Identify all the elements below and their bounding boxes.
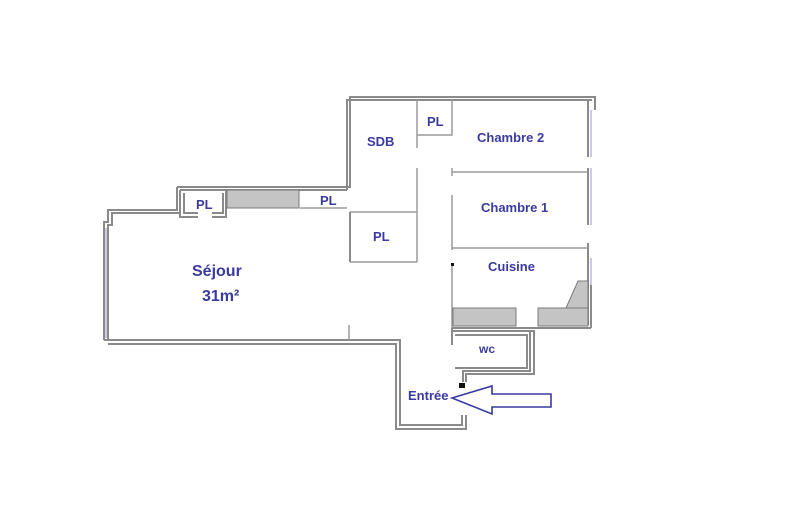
room-label-chambre2: Chambre 2 xyxy=(477,130,544,145)
kitchen-counter-corner xyxy=(565,280,589,309)
room-label-entree: Entrée xyxy=(408,388,448,403)
kitchen-counter-left xyxy=(452,307,517,327)
closet-label-chambre2: PL xyxy=(427,114,444,129)
closet-label-sejour: PL xyxy=(196,197,213,212)
room-label-sdb: SDB xyxy=(367,134,394,149)
storage-block xyxy=(226,189,300,209)
furniture xyxy=(226,189,589,327)
entry-arrow-icon xyxy=(449,384,552,416)
closet-label-sdb: PL xyxy=(373,229,390,244)
partitions xyxy=(179,100,588,328)
kitchen-counter-right xyxy=(537,307,589,327)
room-label-chambre1: Chambre 1 xyxy=(481,200,548,215)
room-area-sejour: 31m² xyxy=(202,288,239,305)
room-label-sejour: Séjour xyxy=(192,263,242,280)
closet-label-corridor: PL xyxy=(320,193,337,208)
room-label-cuisine: Cuisine xyxy=(488,259,535,274)
room-label-wc: wc xyxy=(478,342,495,356)
room-labels: Séjour 31m² SDB Chambre 2 Chambre 1 Cuis… xyxy=(192,114,548,403)
